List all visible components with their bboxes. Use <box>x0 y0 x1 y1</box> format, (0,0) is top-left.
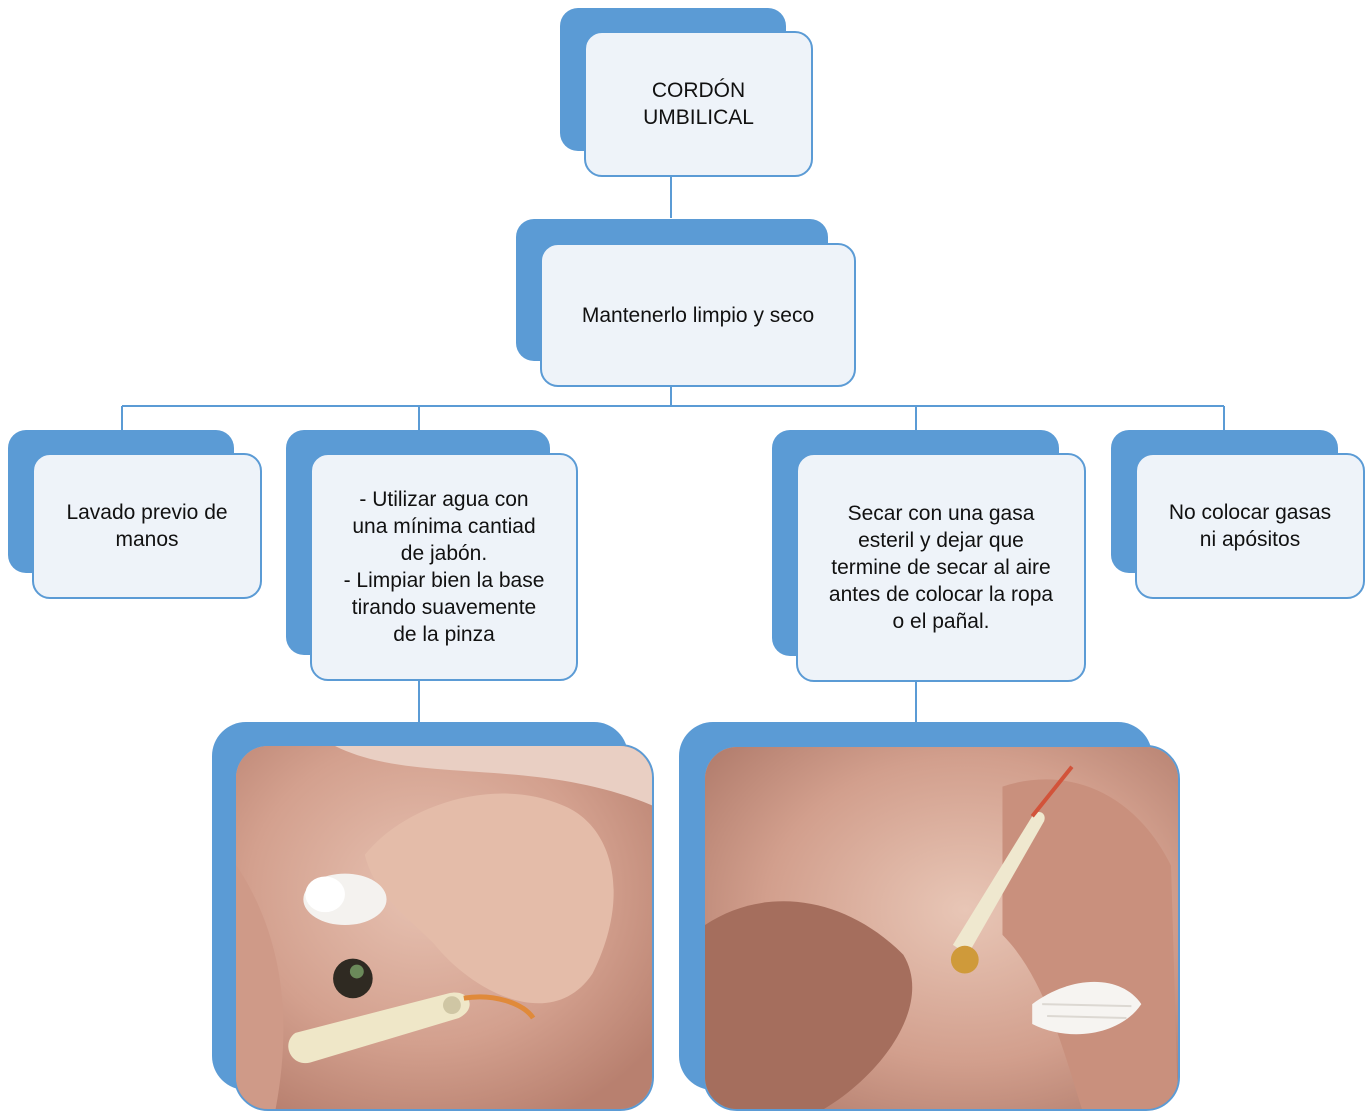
step-no-gauze: No colocar gasas ni apósitos <box>1135 453 1365 599</box>
step-dry: Secar con una gasa esteril y dejar que t… <box>796 453 1086 682</box>
level1-node-label: Mantenerlo limpio y seco <box>581 303 815 327</box>
photo-drying-gauze-image <box>705 747 1178 1109</box>
photo-cleaning-clamp-image <box>236 746 652 1109</box>
step-hand-wash-label: Lavado previo de manos <box>66 501 228 551</box>
step-dry-label: Secar con una gasa esteril y dejar que t… <box>828 502 1054 633</box>
root-node: CORDÓN UMBILICAL <box>584 31 813 177</box>
root-node-label: CORDÓN UMBILICAL <box>643 79 754 129</box>
step-clean: - Utilizar agua con una mínima cantiad d… <box>310 453 578 681</box>
step-no-gauze-label: No colocar gasas ni apósitos <box>1168 501 1332 551</box>
level1-node: Mantenerlo limpio y seco <box>540 243 856 387</box>
photo-drying-gauze <box>703 745 1180 1111</box>
step-clean-label: - Utilizar agua con una mínima cantiad d… <box>343 488 545 646</box>
photo-cleaning-clamp <box>234 744 654 1111</box>
step-hand-wash: Lavado previo de manos <box>32 453 262 599</box>
